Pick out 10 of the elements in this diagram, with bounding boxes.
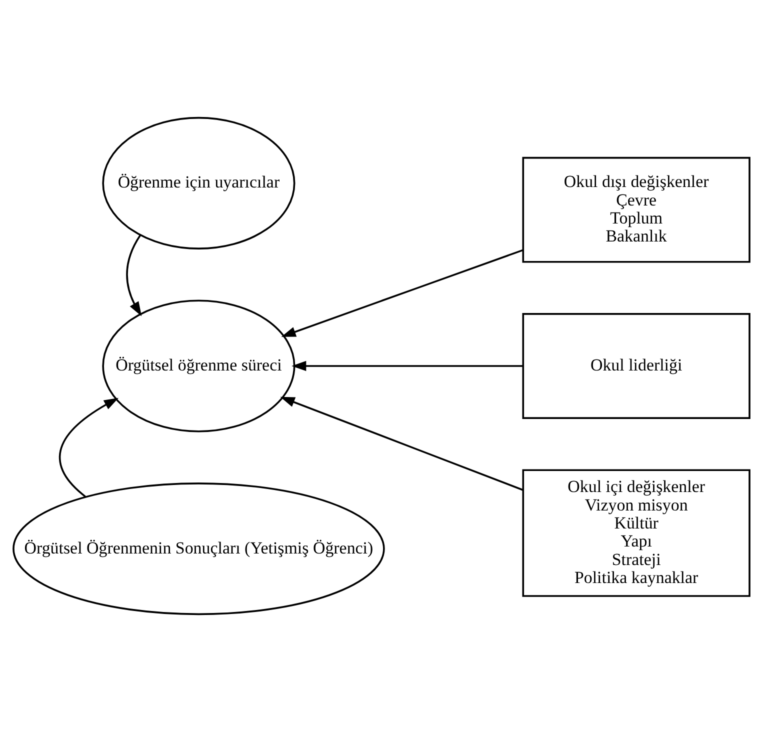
arrow: [280, 396, 524, 490]
arrow: [292, 360, 523, 371]
arrow: [281, 248, 524, 336]
node-ellipse: Öğrenme için uyarıcılar: [102, 116, 296, 249]
arrow: [126, 234, 142, 316]
node-box: Okul içi değişkenler Vizyon misyon Kültür Yapı Strateji Politika kaynaklar: [522, 468, 750, 596]
node-ellipse: Örgütsel Öğrenmenin Sonuçları (Yetişmiş Öğrenci): [12, 482, 385, 615]
arrow: [58, 397, 119, 497]
node-box: Okul liderliği: [522, 312, 750, 418]
node-box: Okul dışı değişkenler Çevre Toplum Bakanlık: [522, 156, 750, 262]
